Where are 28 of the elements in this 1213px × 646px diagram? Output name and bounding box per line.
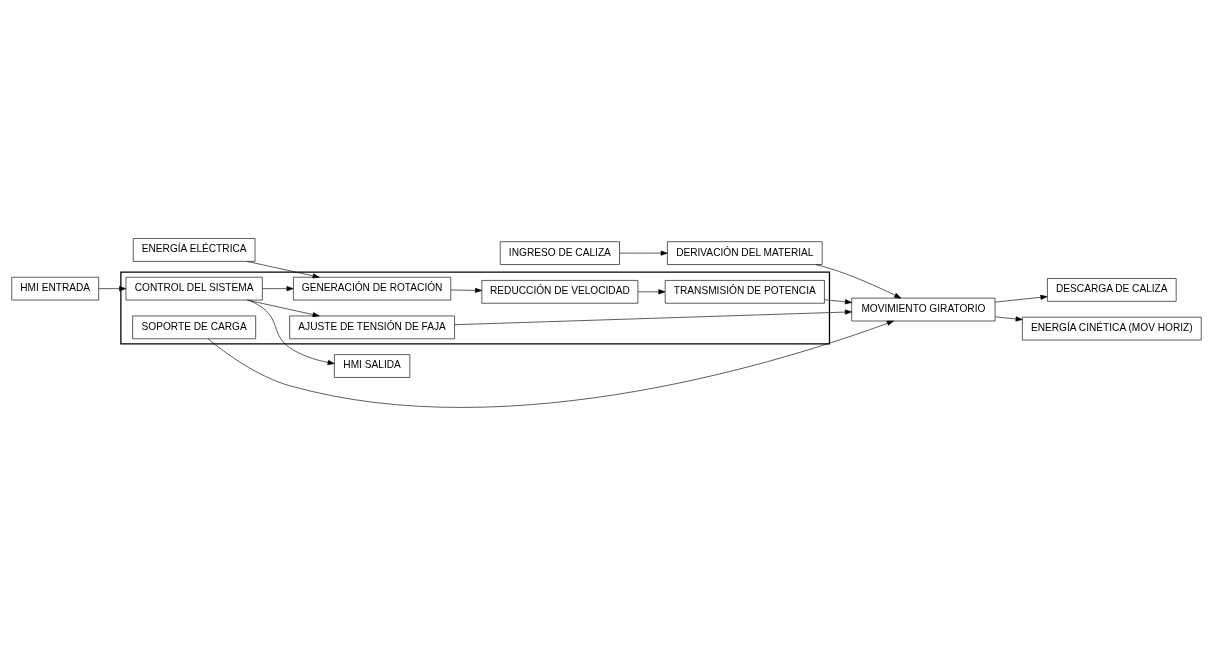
node-box: SOPORTE DE CARGA	[132, 315, 256, 340]
arrow	[995, 294, 1048, 303]
arrow	[246, 261, 320, 279]
node-box: HMI ENTRADA	[11, 276, 99, 301]
node-box: AJUSTE DE TENSIÓN DE FAJA	[289, 315, 455, 340]
arrow	[450, 287, 483, 293]
arrow	[815, 264, 902, 299]
arrow	[995, 316, 1023, 322]
arrow	[248, 299, 335, 365]
arrow	[98, 286, 127, 292]
node-box: GENERACIÓN DE ROTACIÓN	[293, 276, 452, 301]
node-box: DESCARGA DE CALIZA	[1047, 278, 1177, 302]
node-box: HMI SALIDA	[334, 354, 411, 378]
node-box: REDUCCIÓN DE VELOCIDAD	[481, 280, 639, 304]
node-box: INGRESO DE CALIZA	[499, 241, 620, 265]
node-box: TRANSMISIÓN DE POTENCIA	[664, 280, 825, 304]
node-box: DERIVACIÓN DEL MATERIAL	[667, 241, 823, 265]
arrow	[262, 286, 294, 292]
node-box: CONTROL DEL SISTEMA	[125, 276, 263, 301]
node-box: ENERGÍA ELÉCTRICA	[132, 238, 256, 262]
arrow	[824, 299, 852, 305]
arrow	[207, 320, 894, 408]
node-box: MOVIMIENTO GIRATORIO	[851, 297, 996, 322]
arrow	[637, 289, 666, 295]
node-box: ENERGÍA CINÉTICA (MOV HORIZ)	[1022, 316, 1202, 341]
arrow	[619, 250, 668, 256]
arrow	[246, 299, 320, 318]
arrow	[454, 309, 852, 325]
